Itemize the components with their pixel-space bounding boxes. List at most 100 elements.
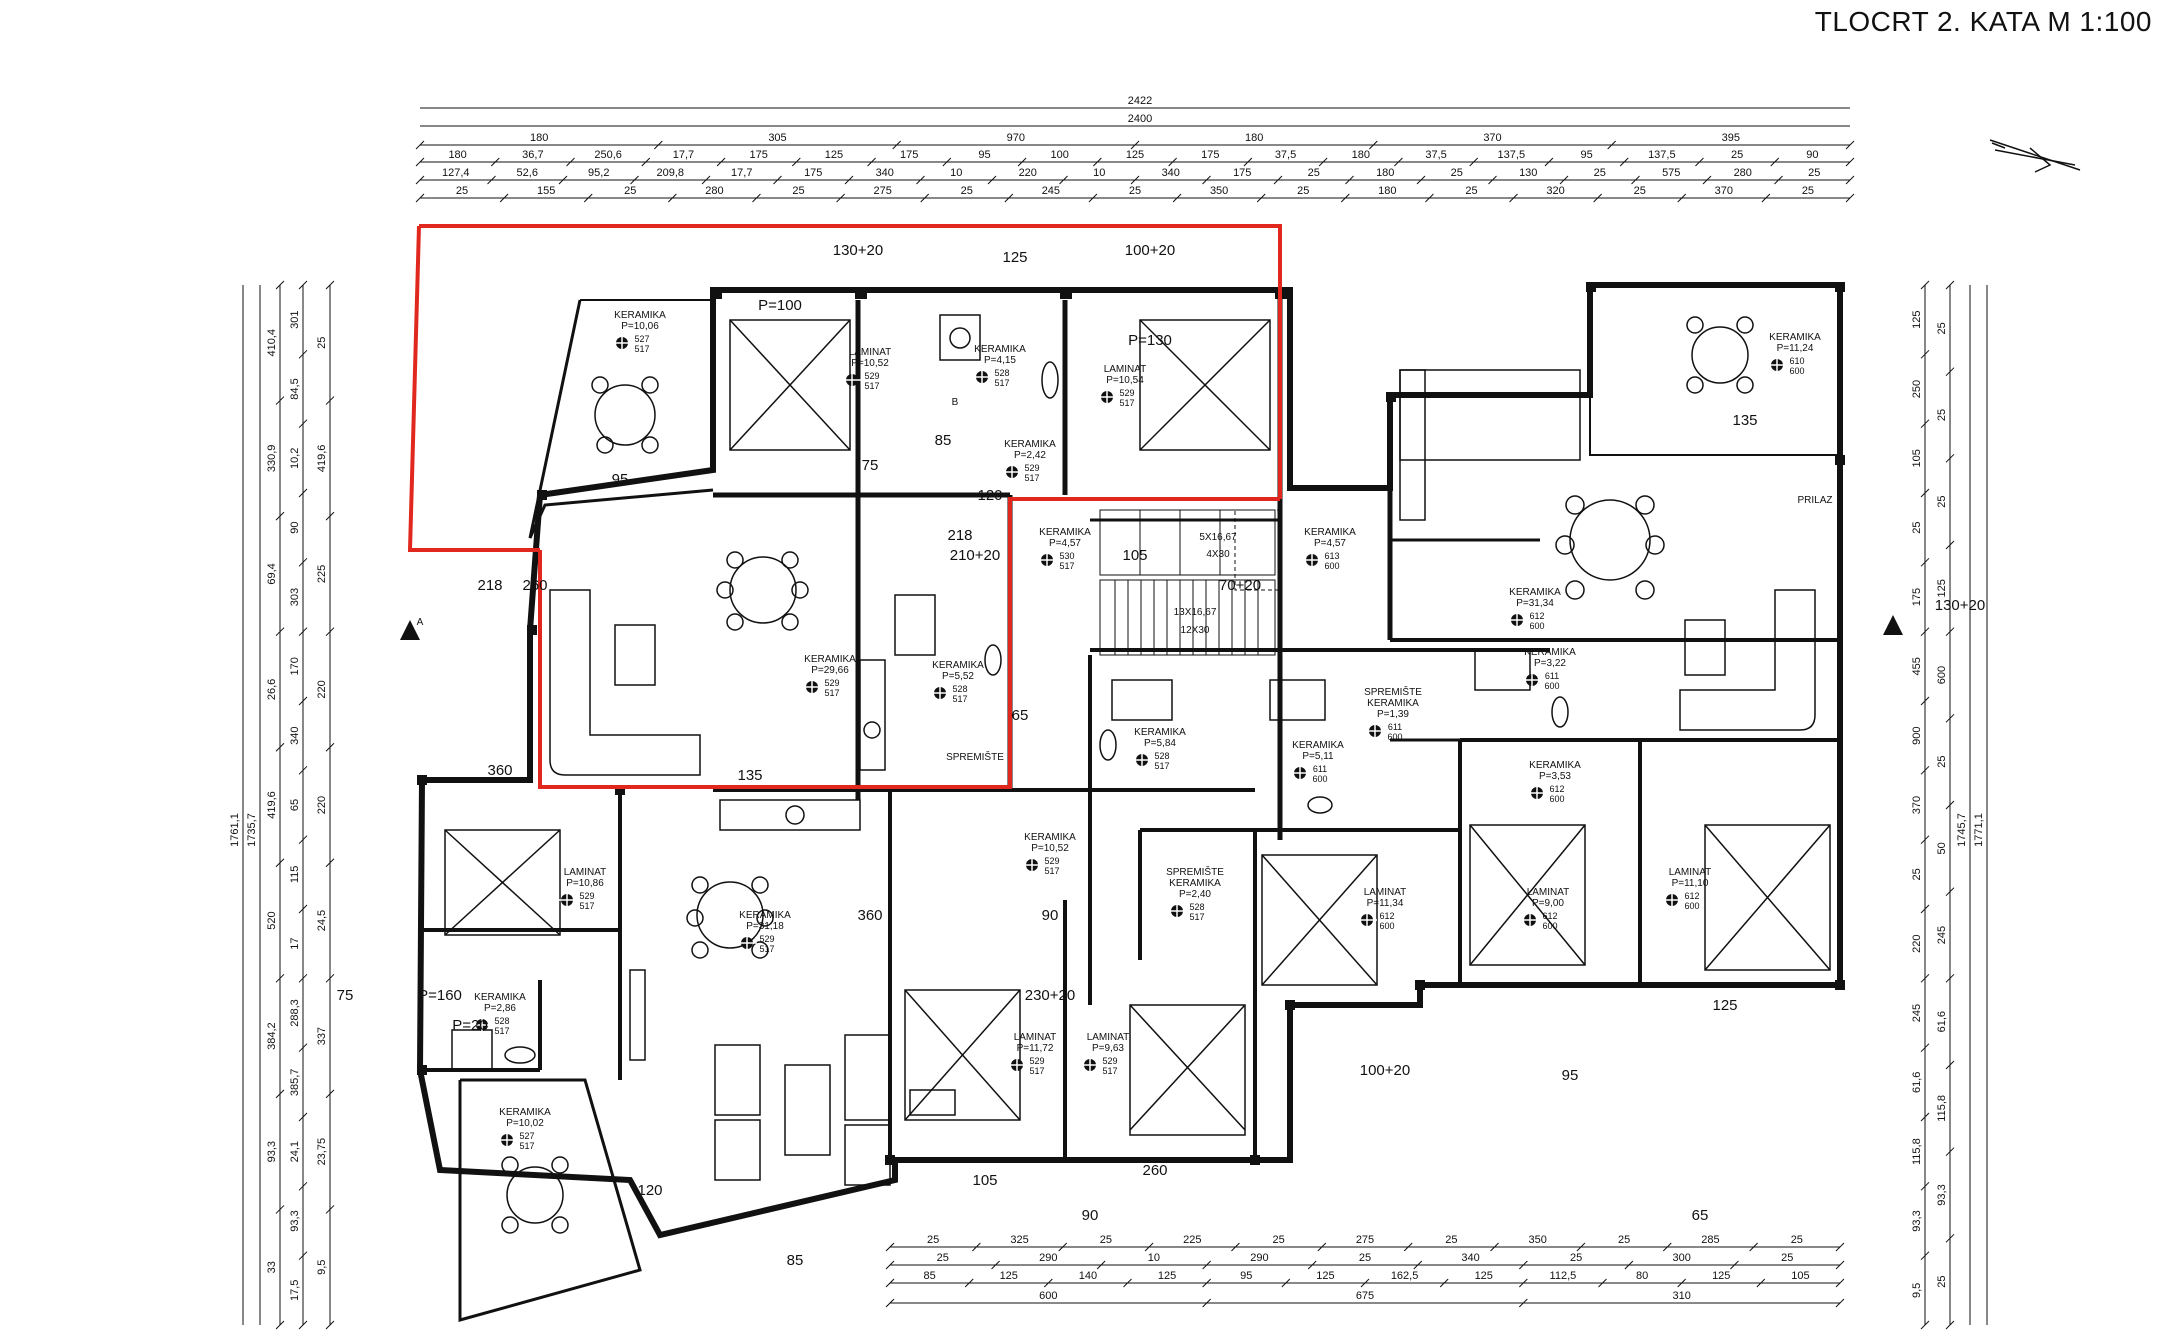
- finish-code: 600: [1324, 561, 1339, 571]
- room-material: KERAMIKA: [1169, 878, 1221, 889]
- dimension-label: 180: [1378, 185, 1396, 197]
- dimension-label: 80: [1636, 1270, 1648, 1282]
- room-area: P=11,24: [1777, 343, 1814, 354]
- finish-code: 517: [994, 378, 1009, 388]
- floor-finish-icon: [802, 677, 822, 697]
- finish-code: 611: [1388, 722, 1402, 732]
- floor-finish-icon: [612, 333, 632, 353]
- finish-code: 528: [994, 368, 1009, 378]
- finish-code: 517: [1102, 1066, 1117, 1076]
- dimension-label: 290: [1039, 1252, 1057, 1264]
- floor-finish-icon: [1037, 550, 1057, 570]
- annotation: 13X16,67: [1174, 607, 1217, 618]
- floor-finish-icon: [557, 890, 577, 910]
- dimension-label: 25: [1936, 1276, 1948, 1288]
- opening-label: 75: [862, 457, 879, 474]
- highlight-outline: [407, 224, 1282, 789]
- opening-label: 135: [1732, 412, 1757, 429]
- opening-label: P=130: [1128, 332, 1172, 349]
- dimension-label: 410,4: [266, 329, 278, 357]
- floor-finish-icon: [472, 1015, 492, 1035]
- finish-code: 600: [1684, 901, 1699, 911]
- dimension-label: 130: [1519, 167, 1537, 179]
- dimension-label: 25: [1297, 185, 1309, 197]
- room-material: LAMINAT: [1014, 1032, 1057, 1043]
- room-material: KERAMIKA: [1024, 832, 1076, 843]
- dimension-label: 61,6: [1936, 1011, 1948, 1032]
- room-area: P=11,34: [1367, 898, 1404, 909]
- room-area: P=4,57: [1049, 538, 1081, 549]
- room-material: LAMINAT: [1364, 887, 1407, 898]
- opening-label: 95: [1562, 1067, 1579, 1084]
- dimension-label: 17,7: [731, 167, 752, 179]
- finish-code: 529: [1119, 388, 1134, 398]
- floor-finish-icon: [1767, 355, 1787, 375]
- dimension-label: 50: [1936, 842, 1948, 854]
- opening-label: 135: [737, 767, 762, 784]
- dimension-label: 162,5: [1391, 1270, 1419, 1282]
- room-area: P=31,34: [1516, 598, 1554, 609]
- furniture: [444, 314, 1831, 1234]
- dimension-label: 25: [1618, 1234, 1630, 1246]
- dimension-label: 25: [1273, 1234, 1285, 1246]
- finish-code: 611: [1545, 671, 1559, 681]
- dimension-label: 115: [289, 866, 301, 884]
- dimension-label: 600: [1039, 1290, 1057, 1302]
- dimension-label: 127,4: [442, 167, 470, 179]
- opening-label: 105: [972, 1172, 997, 1189]
- dimension-label: 25: [1808, 167, 1820, 179]
- finish-code: 517: [1189, 912, 1204, 922]
- floor-finish-icon: [1507, 610, 1527, 630]
- dimension-label: 25: [1936, 496, 1948, 508]
- room-material: LAMINAT: [1527, 887, 1570, 898]
- dimension-label: 25: [1731, 149, 1743, 161]
- dimension-label: 280: [705, 185, 723, 197]
- room-area: P=29,66: [811, 665, 849, 676]
- dimension-label: 9,5: [1911, 1283, 1923, 1298]
- finish-code: 527: [519, 1131, 534, 1141]
- dimension-label: 65: [289, 799, 301, 811]
- opening-label: 90: [1042, 907, 1059, 924]
- room-material: KERAMIKA: [739, 910, 791, 921]
- finish-code: 528: [1189, 902, 1204, 912]
- finish-code: 529: [1024, 463, 1039, 473]
- finish-code: 528: [494, 1016, 509, 1026]
- floor-finish-icon: [842, 370, 862, 390]
- dimension-label: 140: [1079, 1270, 1097, 1282]
- dimension-label: 37,5: [1425, 149, 1446, 161]
- room-area: P=10,54: [1106, 375, 1144, 386]
- room-material: KERAMIKA: [1769, 332, 1821, 343]
- dimension-label: 340: [1162, 167, 1180, 179]
- annotation: 12X30: [1181, 625, 1210, 636]
- dimension-label: 25: [1445, 1234, 1457, 1246]
- room-area: P=10,52: [851, 358, 889, 369]
- room-material: KERAMIKA: [974, 344, 1026, 355]
- dimension-label: 125: [1936, 579, 1948, 597]
- dimension-label: 175: [804, 167, 822, 179]
- finish-code: 600: [1549, 794, 1564, 804]
- dimension-label: 600: [1936, 666, 1948, 684]
- dimension-label: 84,5: [289, 378, 301, 399]
- dimension-label: 340: [876, 167, 894, 179]
- dimension-label: 350: [1210, 185, 1228, 197]
- room-area: P=9,00: [1532, 898, 1564, 909]
- room-material: LAMINAT: [1087, 1032, 1130, 1043]
- finish-code: 529: [759, 934, 774, 944]
- dimension-label: 325: [1010, 1234, 1028, 1246]
- dimension-label: 33: [266, 1261, 278, 1273]
- opening-label: 120: [977, 487, 1002, 504]
- dimension-label: 125: [1712, 1270, 1730, 1282]
- room-material: KERAMIKA: [804, 654, 856, 665]
- dimension-label: 285: [1701, 1234, 1719, 1246]
